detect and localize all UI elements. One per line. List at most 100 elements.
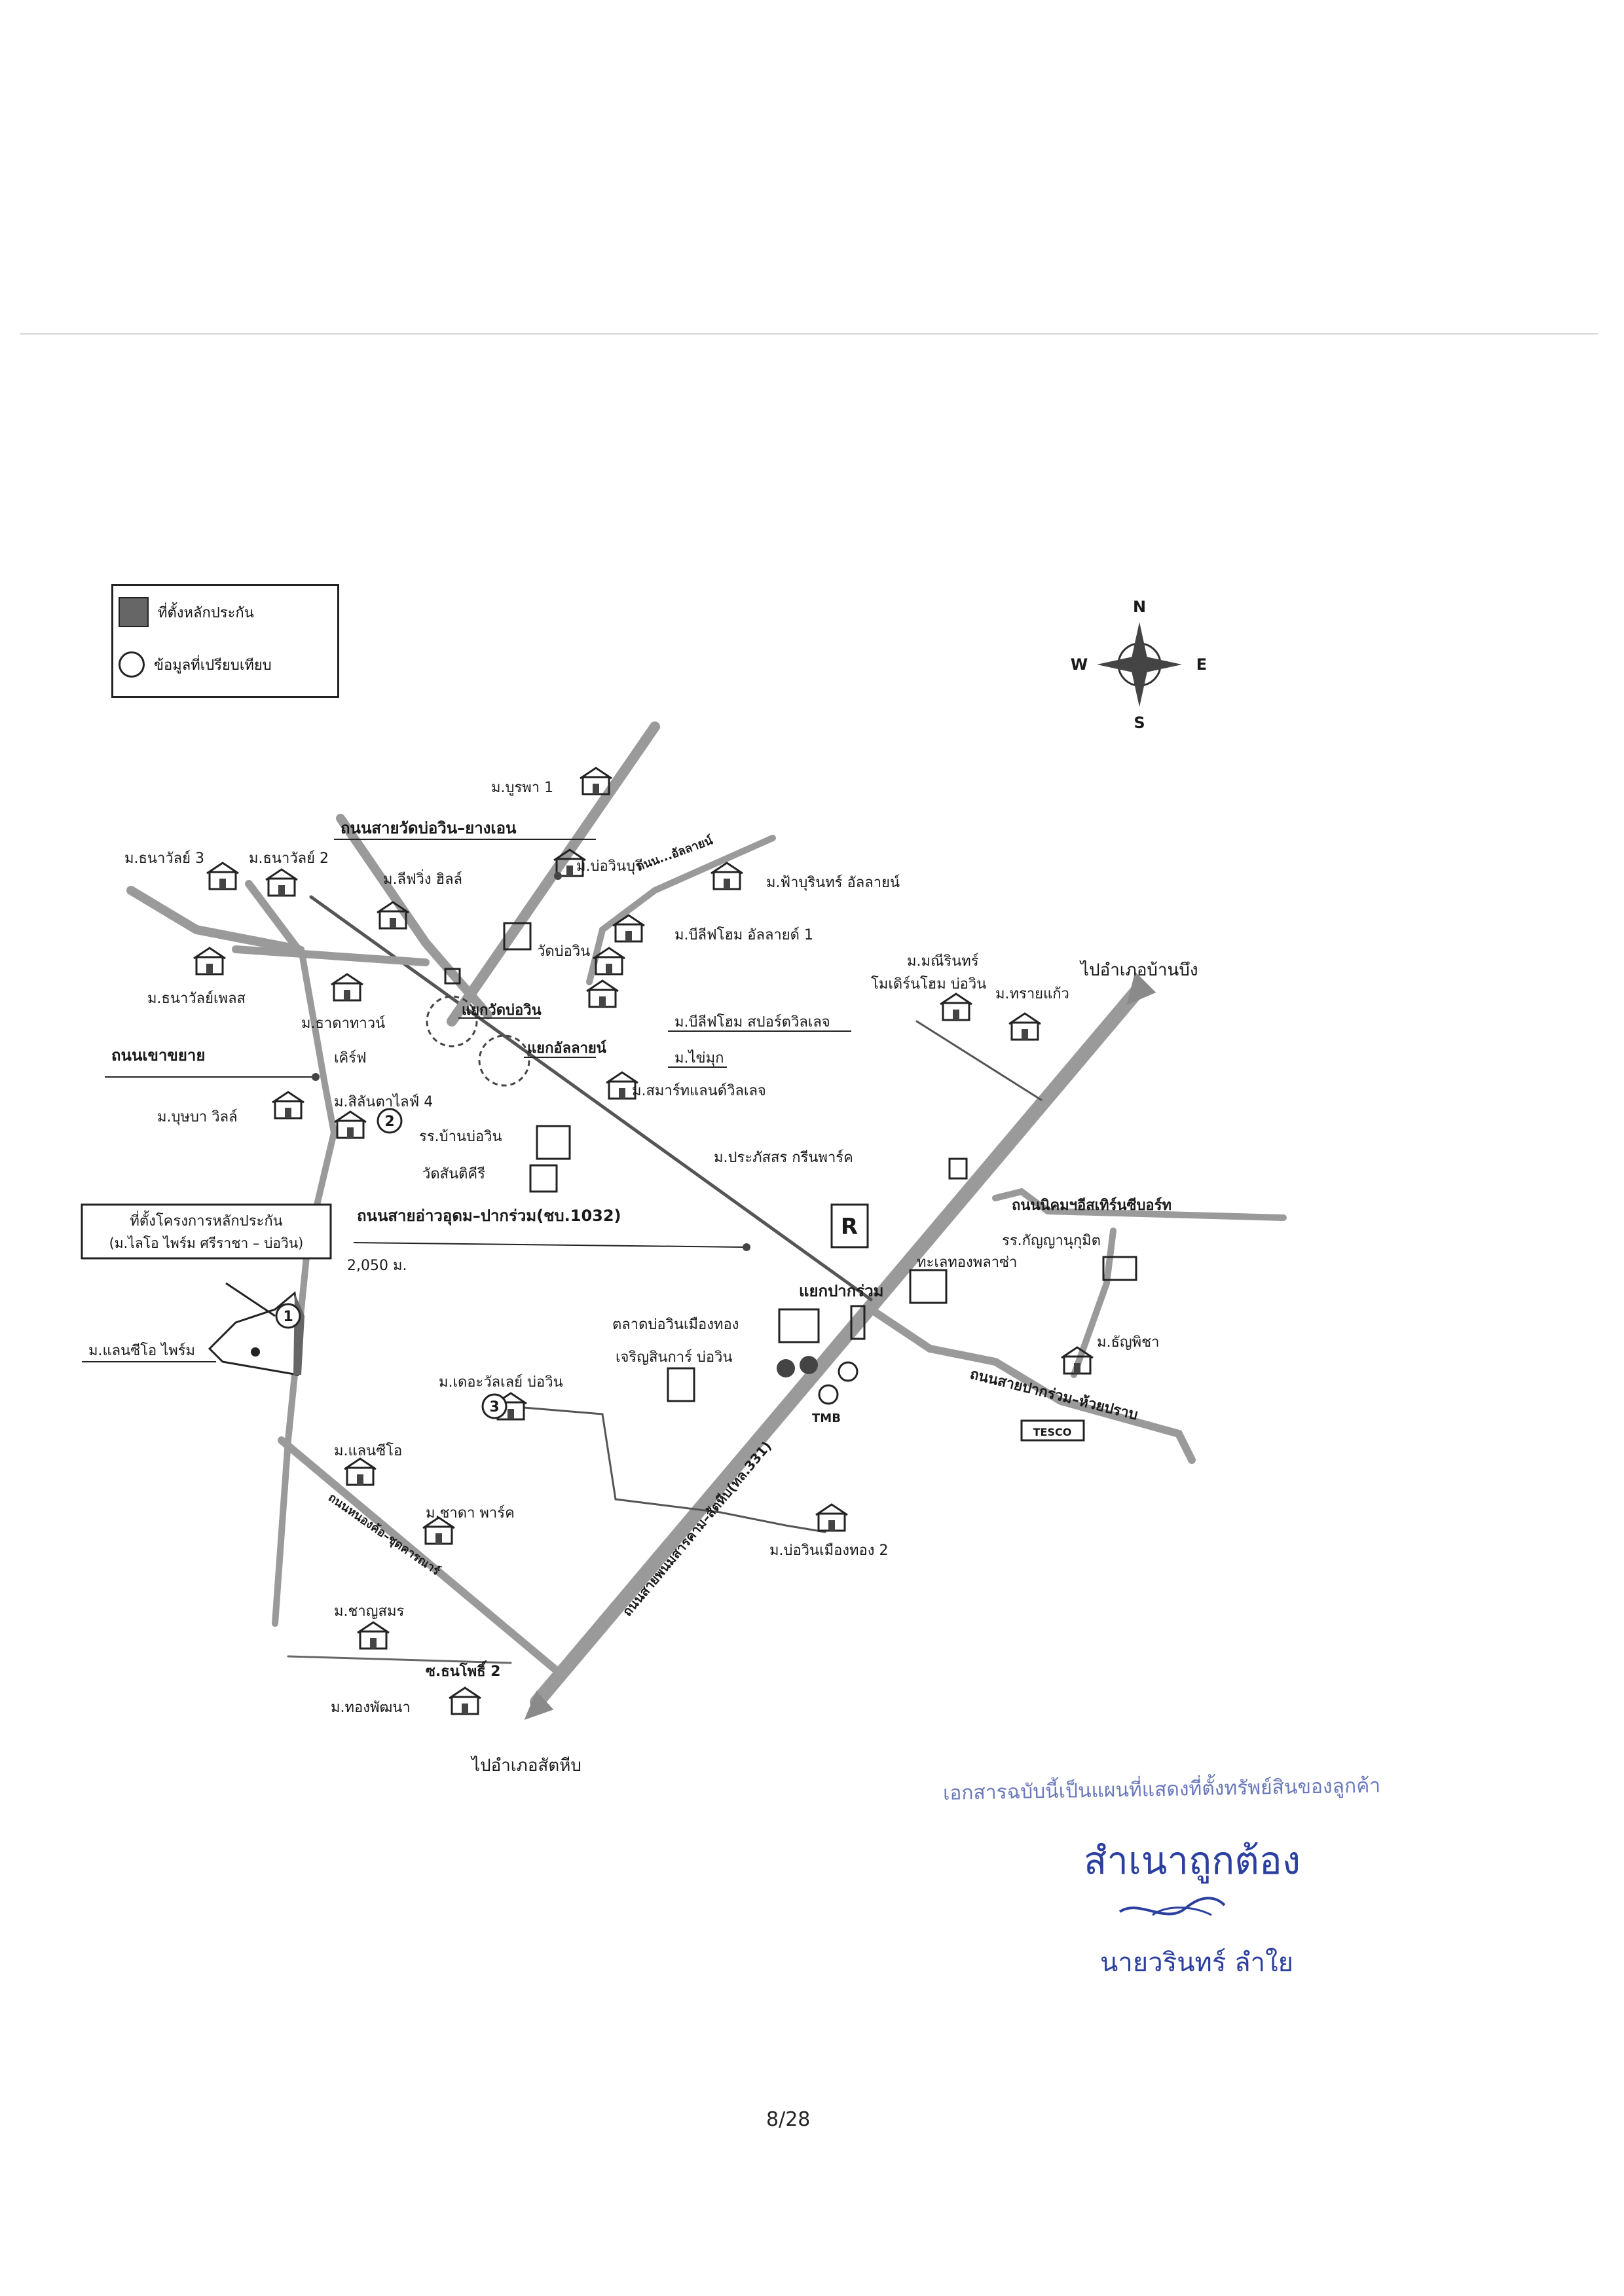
road-label-industrial: ถนนนิคมฯอีสเทิร์นซีบอร์ท [1012, 1197, 1172, 1214]
shop-icon [444, 968, 461, 985]
stamp-certified: สำเนาถูกต้อง [1084, 1838, 1301, 1883]
place-fa-burin: ม.ฟ้าบุรินทร์ อัลลายน์ [766, 875, 900, 891]
fuel-icon [800, 1356, 818, 1374]
place-smart-land: ม.สมาร์ทแลนด์วิลเลจ [632, 1083, 766, 1099]
place-chanyasorn: ม.ชาญสมร [334, 1603, 404, 1620]
school-icon [1102, 1256, 1137, 1281]
junction-wat-bowin-circle [426, 995, 478, 1048]
store-icon [667, 1367, 695, 1402]
place-thaluang-plaza: ทะเลทองพลาซ่า [917, 1254, 1017, 1271]
house-icon [1008, 1012, 1042, 1041]
direction-sattahip: ไปอำเภอสัตหีบ [470, 1755, 581, 1776]
collateral-site: 1 [208, 1282, 304, 1376]
svg-text:3: 3 [489, 1399, 499, 1415]
place-chada-park: ม.ชาดา พาร์ค [426, 1505, 515, 1522]
place-thanapho2: ซ.ธนโพธิ์ 2 [426, 1660, 500, 1680]
house-icon [193, 947, 227, 975]
house-icon [448, 1686, 482, 1715]
junction-allayn: แยกอัลลายน์ [527, 1040, 606, 1057]
place-chaimuk: ม.ไข่มุก [674, 1049, 724, 1066]
landmark-icons: R TMB TESCO [444, 922, 1137, 1442]
place-land-seo: ม.แลนซีโอ [334, 1442, 402, 1459]
tesco-icon [1020, 1419, 1085, 1442]
place-thanawan2: ม.ธนาวัลย์ 2 [249, 850, 329, 867]
r-logo-icon [830, 1203, 869, 1248]
place-thanyaphicha: ม.ธัญพิชา [1097, 1334, 1159, 1351]
road-label-331: ถนนสายพนมสารคาม–สัตหีบ(ทล.331) [619, 1438, 774, 1619]
legend-row-comparable: ข้อมูลที่เปรียบเทียบ [119, 646, 272, 683]
place-thongphatthana: ม.ทองพัฒนา [331, 1700, 411, 1716]
school-icon [536, 1125, 571, 1160]
place-thanawan3: ม.ธนาวัลย์ 3 [124, 850, 204, 867]
house-icon [422, 1516, 456, 1545]
distance-label: 2,050 ม. [347, 1258, 407, 1274]
house-icon [265, 868, 299, 897]
project-box-line1: ที่ตั้งโครงการหลักประกัน [130, 1211, 282, 1230]
fuel-icon [777, 1359, 795, 1377]
compass-n: N [1133, 598, 1146, 616]
place-lifehome-allayn1: ม.บีลีฟโฮม อัลลายด์ 1 [674, 926, 813, 943]
roads [126, 721, 1287, 1721]
junction-wat-bowin: แยกวัดบ่อวิน [462, 1002, 542, 1019]
junction-allayn-circle [478, 1034, 530, 1087]
place-bowin-muangthong2: ม.บ่อวินเมืองทอง 2 [769, 1542, 889, 1559]
house-icon [356, 1621, 390, 1650]
place-wat-santikhiri: วัดสันติคีรี [422, 1166, 485, 1182]
place-manirin: ม.มณีรินทร์ [907, 953, 979, 970]
place-kiriff: เคิร์ฟ [334, 1050, 367, 1066]
junction-pakruam: แยกปากร่วม [799, 1282, 884, 1300]
house-icon [815, 1503, 849, 1532]
road-main-diagonal [530, 981, 1147, 1709]
direction-ban-bueng: ไปอำเภอบ้านบึง [1079, 960, 1198, 980]
compass-s: S [1134, 714, 1145, 732]
collateral-square-icon [119, 597, 149, 627]
project-box-line2: (ม.ไลโอ ไพร์ม ศรีราชา – บ่อวิน) [109, 1235, 304, 1251]
compass-e: E [1196, 655, 1207, 674]
place-the-valley: ม.เดอะวัลเลย์ บ่อวิน [439, 1374, 563, 1391]
house-icon [206, 862, 240, 890]
road-label-khao-khayai: ถนนเขาขยาย [111, 1046, 205, 1065]
place-labels: ม.บูรพา 1 ม.ธนาวัลย์ 3 ม.ธนาวัลย์ 2 ม.ลี… [82, 780, 1159, 1716]
marker-1-circle [275, 1303, 301, 1329]
marker-3: 3 [481, 1393, 507, 1419]
bank-icon [948, 1157, 968, 1180]
place-bowin-buri: ม.บ่อวินบุรี [576, 858, 643, 875]
place-charoen-sinkan: เจริญสินการ์ บ่อวิน [616, 1349, 733, 1366]
house-icon [333, 1110, 367, 1139]
place-talad-bowin: ตลาดบ่อวินเมืองทอง [612, 1317, 739, 1333]
signature-icon [1118, 1897, 1226, 1916]
temple-icon [529, 1164, 558, 1193]
place-modern-home: โมเดิร์นโฮม บ่อวิน [871, 975, 986, 993]
fuel-icon [838, 1361, 858, 1382]
project-box [81, 1203, 332, 1260]
road-yangen [447, 721, 660, 1027]
plaza-icon [909, 1269, 948, 1304]
junction-labels: แยกวัดบ่อวิน แยกอัลลายน์ แยกปากร่วม [458, 1002, 884, 1300]
tmb-logo: TMB [812, 1412, 841, 1425]
house-icon [939, 993, 973, 1021]
house-icon [330, 973, 364, 1002]
tmb-icon [818, 1384, 839, 1405]
compass-w: W [1071, 655, 1088, 674]
marker-2: 2 [377, 1108, 403, 1134]
place-burapha1: ม.บูรพา 1 [491, 780, 553, 796]
place-townhouse: ม.ธาดาทาวน์ [301, 1015, 385, 1032]
place-land-seo-prime: ม.แลนซีโอ ไพร์ม [88, 1342, 195, 1359]
legend-row-collateral: ที่ตั้งหลักประกัน [119, 594, 254, 630]
comparable-circle-icon [119, 651, 145, 678]
market-icon [778, 1308, 820, 1343]
place-school-kanyanukumit: รร.กัญญานุกุมิต [1002, 1233, 1101, 1249]
place-wat-bowin: วัดบ่อวิน [537, 943, 590, 960]
stamp-name: นายวรินทร์ ลำใย [1100, 1948, 1294, 1978]
place-lifewing: ม.ลีฟวิ่ง ฮิลล์ [383, 869, 462, 888]
road-label-huaiprab: ถนนสายปากร่วม–ห้วยปราบ [969, 1366, 1139, 1424]
legend-comparable-label: ข้อมูลที่เปรียบเทียบ [154, 657, 272, 674]
house-icon [271, 1091, 305, 1120]
road-label-1032: ถนนสายอ่าวอุดม–ปากร่วม(ชบ.1032) [357, 1207, 621, 1226]
place-busaba: ม.บุษบา วิลล์ [157, 1109, 238, 1125]
place-thanawan-place: ม.ธนาวัลย์เพลส [147, 991, 246, 1007]
marker-1: 1 [283, 1309, 293, 1325]
temple-icon [503, 922, 532, 951]
place-sai-kaeo: ม.ทรายแก้ว [995, 986, 1069, 1002]
